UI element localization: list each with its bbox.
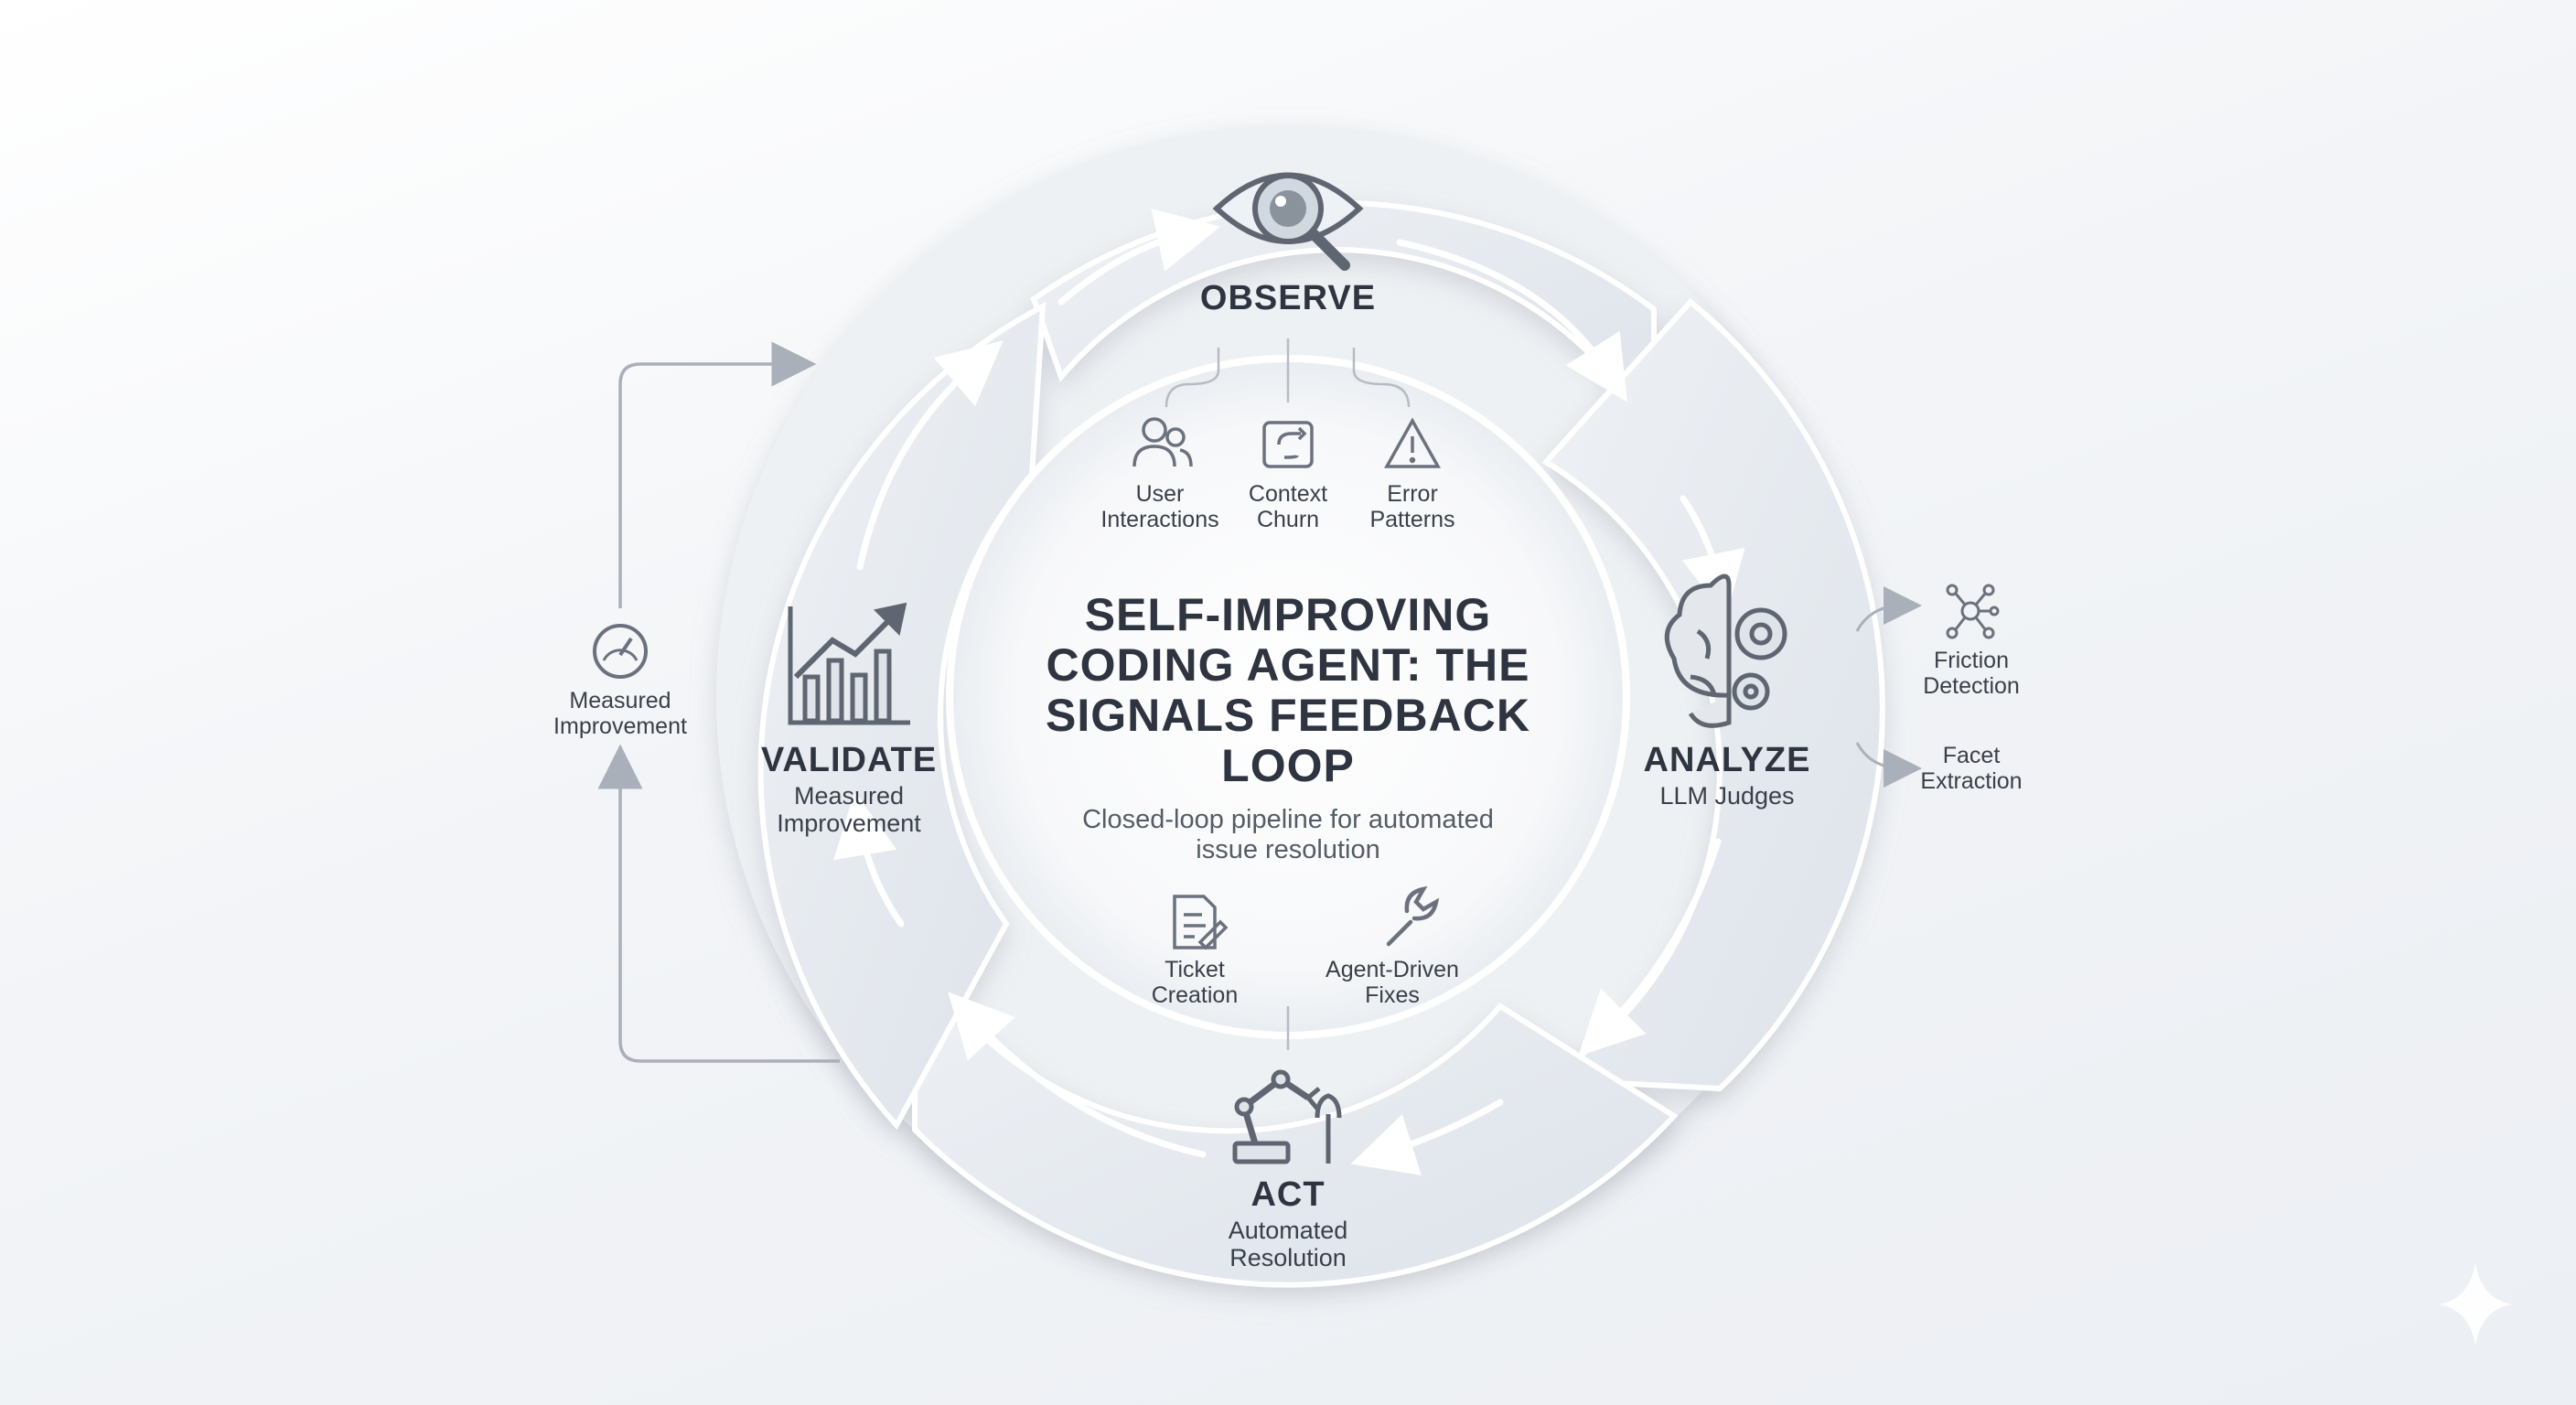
flow-arrow-observe-analyze-a	[1396, 239, 1627, 402]
robot-arm-wrench-icon	[1232, 1069, 1342, 1164]
feedback-line-down	[597, 744, 840, 1063]
gauge-icon	[593, 624, 648, 679]
branch-facet	[1855, 742, 1922, 788]
act-subtitle: Automated Resolution	[1228, 1217, 1348, 1271]
center-subtitle: Closed-loop pipeline for automated issue…	[1082, 805, 1494, 864]
rising-bar-chart-icon	[788, 602, 910, 725]
feedback-path	[597, 341, 840, 1063]
facet-extraction-label: Facet Extraction	[1920, 743, 2023, 794]
output-ticket-creation: Ticket Creation	[1151, 957, 1239, 1008]
act-title: ACT	[1250, 1175, 1326, 1214]
center-title: SELF-IMPROVING CODING AGENT: THE SIGNALS…	[1046, 589, 1530, 791]
refresh-square-icon	[1262, 421, 1314, 468]
observe-title: OBSERVE	[1199, 279, 1377, 317]
validate-title: VALIDATE	[760, 741, 938, 779]
analyze-branches	[1855, 586, 1922, 788]
flow-arrow-analyze-act-a	[1578, 838, 1722, 1056]
friction-detection-label: Friction Detection	[1923, 648, 2020, 699]
output-agent-driven-fixes: Agent-Driven Fixes	[1326, 957, 1459, 1008]
analyze-subtitle: LLM Judges	[1659, 782, 1795, 810]
signal-user-interactions: User Interactions	[1100, 481, 1219, 532]
flow-arrow-validate-up-b	[856, 340, 1004, 571]
flow-arrow-validate-up-a	[833, 791, 905, 928]
flow-arrow-act-validate-a	[948, 992, 1207, 1158]
users-icon	[1132, 417, 1193, 467]
validate-subtitle: Measured Improvement	[777, 782, 921, 837]
branch-friction	[1855, 586, 1922, 632]
brain-gears-icon	[1664, 574, 1787, 728]
eye-magnifier-icon	[1212, 172, 1364, 271]
flow-arrow-analyze-act-b	[1350, 1099, 1504, 1175]
flow-arrows	[833, 209, 1745, 1175]
signal-context-churn: Context Churn	[1248, 481, 1328, 532]
signal-error-patterns: Error Patterns	[1369, 481, 1455, 532]
segment-validate	[757, 301, 1046, 1131]
flow-arrow-validate-observe-a	[1057, 209, 1221, 306]
feedback-label: Measured Improvement	[553, 688, 687, 739]
warning-triangle-icon	[1384, 417, 1441, 468]
network-nodes-icon	[1946, 584, 2000, 639]
analyze-title: ANALYZE	[1643, 741, 1811, 779]
observe-connectors	[1165, 338, 1411, 1050]
flow-arrow-observe-analyze-b	[1680, 495, 1745, 617]
wrench-icon	[1386, 885, 1440, 947]
feedback-line-up	[618, 341, 817, 608]
sparkle-watermark	[2439, 1262, 2512, 1346]
document-pencil-icon	[1173, 895, 1229, 950]
ring-segments	[757, 199, 1885, 1288]
